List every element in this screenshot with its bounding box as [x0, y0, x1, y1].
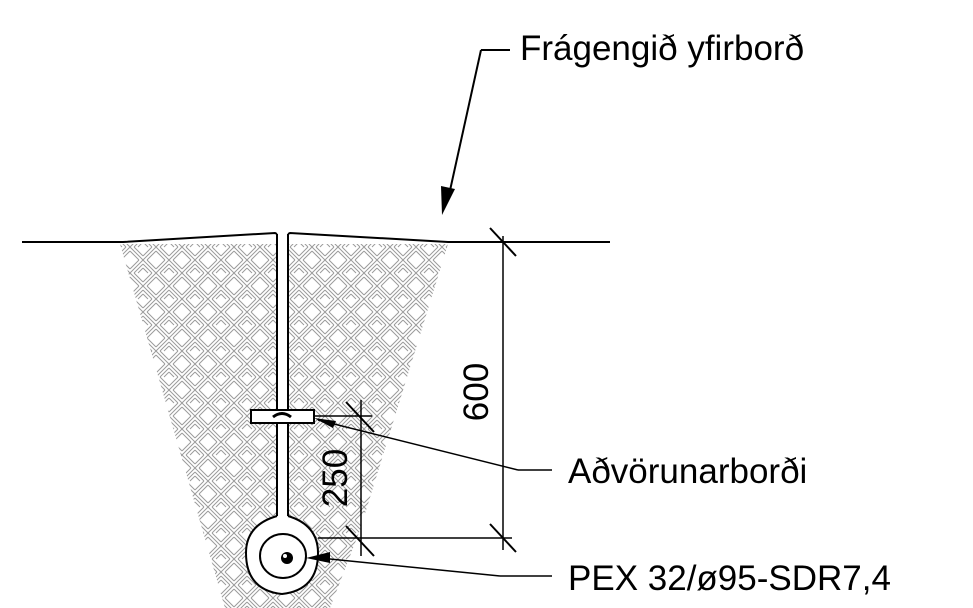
warning-tape-curl	[272, 412, 292, 419]
surface-label: Frágengið yfirborð	[520, 29, 804, 68]
warning-tape-label: Aðvörunarborði	[568, 452, 807, 491]
surface-leader-line	[448, 49, 482, 196]
dim-600-tick-top	[489, 227, 517, 257]
warning-tape	[250, 409, 315, 424]
cable-slot	[276, 234, 288, 524]
dim-250-tick-top	[345, 401, 375, 433]
dim-250-tick-bottom	[345, 525, 375, 557]
pipe-label: PEX 32/ø95-SDR7,4	[568, 559, 891, 598]
pipe-inner	[281, 552, 293, 564]
pipe-core	[283, 554, 287, 558]
pipe-leader-line	[319, 557, 501, 577]
pipe-leader-arrow	[306, 552, 330, 563]
surface-leader-arrow	[441, 186, 455, 215]
dim-250-label: 250	[316, 449, 355, 507]
ground-surface-line	[22, 231, 610, 243]
dim-600-label: 600	[457, 363, 496, 421]
tape-leader-line	[317, 419, 519, 471]
